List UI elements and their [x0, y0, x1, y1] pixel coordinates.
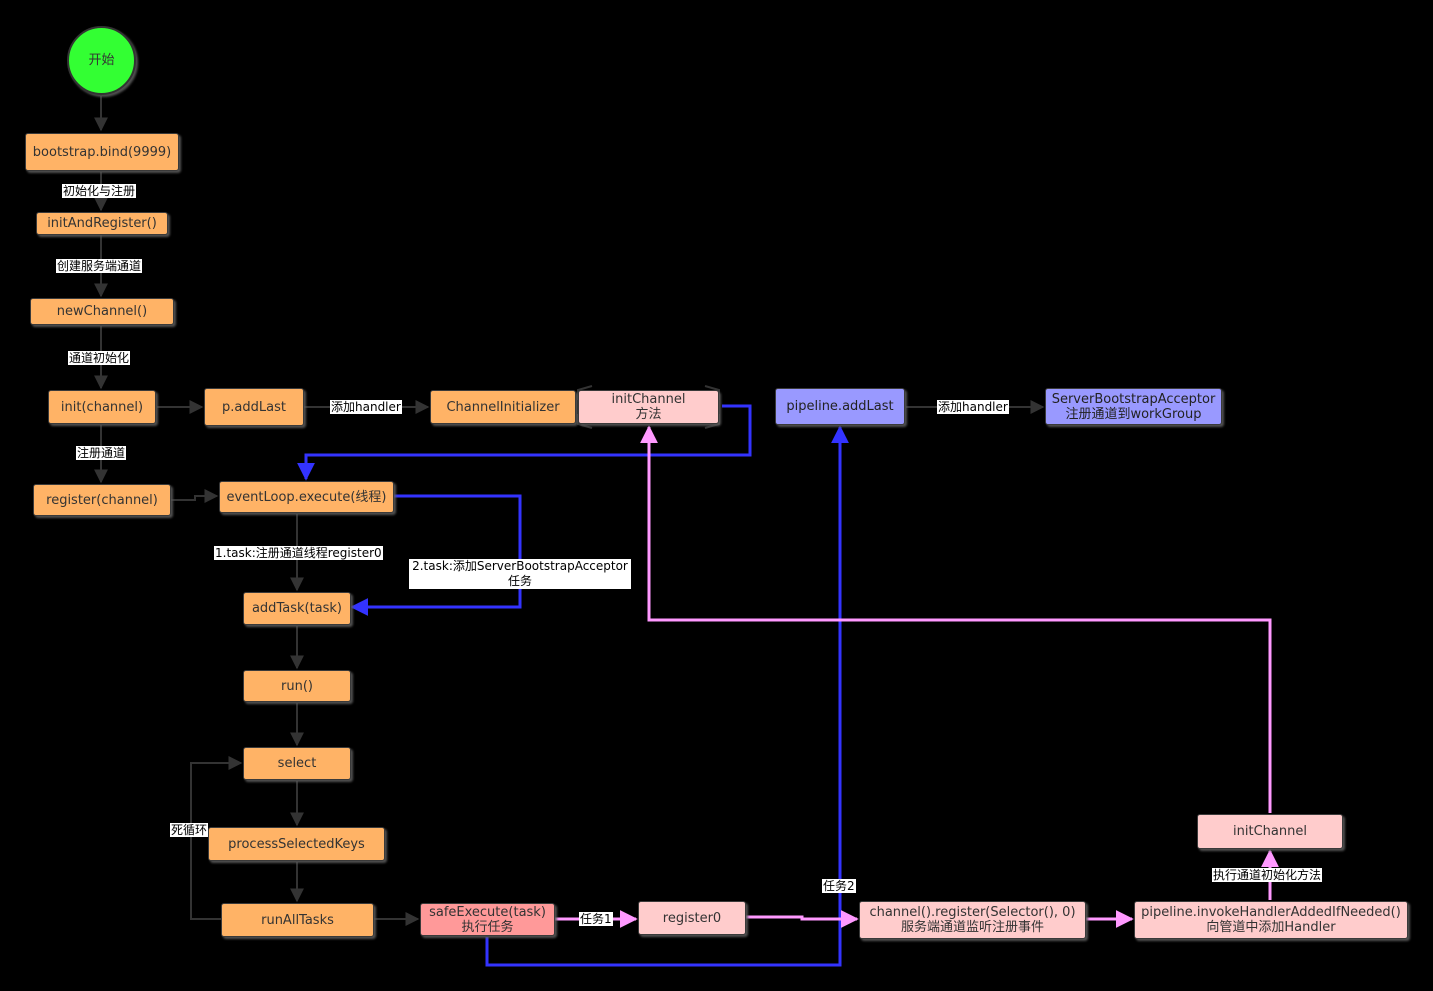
edge-register0-channelregister	[746, 910, 859, 928]
label-job1: 任务1	[579, 912, 613, 926]
edge-register-eventloop	[171, 489, 219, 503]
label-task2-line2: 任务	[507, 574, 532, 588]
label-add-handler-2: 添加handler	[937, 400, 1009, 414]
label-add-handler-1: 添加handler	[330, 400, 402, 414]
node-invoke-handler-line1: pipeline.invokeHandlerAddedIfNeeded()	[1141, 905, 1401, 920]
node-register0[interactable]: register0	[638, 901, 746, 935]
edge-task2-pipeline	[485, 425, 849, 967]
start-label: 开始	[88, 53, 115, 68]
node-new-channel[interactable]: newChannel()	[30, 298, 174, 325]
node-init-and-register[interactable]: initAndRegister()	[36, 212, 168, 235]
node-init-channel-call-label: init(channel)	[60, 399, 144, 415]
label-channel-init: 通道初始化	[68, 351, 131, 365]
blue-edges	[297, 404, 849, 967]
node-add-task-label: addTask(task)	[251, 601, 343, 616]
node-invoke-handler-line2: 向管道中添加Handler	[1206, 920, 1336, 935]
start-node[interactable]: 开始	[67, 26, 136, 95]
node-init-channel-method-line2: 方法	[635, 407, 662, 422]
label-register-channel: 注册通道	[76, 446, 127, 460]
edge-eventloop-task2	[350, 494, 522, 616]
node-bootstrap-bind[interactable]: bootstrap.bind(9999)	[25, 133, 179, 171]
label-exec-init-method: 执行通道初始化方法	[1212, 868, 1323, 882]
node-channel-initializer[interactable]: ChannelInitializer	[430, 390, 576, 424]
node-channel-register-line1: channel().register(Selector(), 0)	[869, 905, 1076, 920]
node-init-channel-method-line1: initChannel	[611, 392, 686, 407]
node-bootstrap-bind-label: bootstrap.bind(9999)	[32, 144, 172, 160]
node-pipeline-add-last-label: pipeline.addLast	[786, 399, 894, 414]
label-task1: 1.task:注册通道线程register0	[214, 546, 383, 560]
node-init-channel-bottom-label: initChannel	[1233, 824, 1307, 839]
corner-br	[704, 414, 720, 429]
node-p-add-last[interactable]: p.addLast	[204, 388, 304, 426]
node-new-channel-label: newChannel()	[56, 304, 148, 319]
label-task2-line1: 2.task:添加ServerBootstrapAcceptor	[412, 559, 628, 573]
label-create-server-channel: 创建服务端通道	[56, 259, 143, 273]
pink-edges	[555, 425, 1279, 928]
node-select[interactable]: select	[243, 747, 351, 780]
node-register-channel-label: register(channel)	[46, 492, 158, 508]
node-run-all-tasks[interactable]: runAllTasks	[221, 903, 374, 937]
node-process-selected-keys-label: processSelectedKeys	[228, 836, 365, 852]
node-init-channel-call[interactable]: init(channel)	[48, 390, 156, 424]
label-init-and-register: 初始化与注册	[62, 184, 137, 198]
node-p-add-last-label: p.addLast	[222, 399, 286, 415]
node-register0-label: register0	[662, 910, 722, 926]
node-event-loop-execute-label: eventLoop.execute(线程)	[226, 489, 387, 505]
node-event-loop-execute[interactable]: eventLoop.execute(线程)	[219, 481, 394, 513]
node-server-bootstrap-acceptor-line2: 注册通道到workGroup	[1065, 406, 1202, 422]
node-server-bootstrap-acceptor-line1: ServerBootstrapAcceptor	[1051, 391, 1216, 407]
edge-loop-back	[190, 756, 243, 920]
node-init-channel-method[interactable]: initChannel 方法	[578, 390, 719, 424]
node-init-channel-bottom[interactable]: initChannel	[1197, 814, 1343, 849]
label-task2: 2.task:添加ServerBootstrapAcceptor 任务	[409, 559, 631, 589]
node-channel-initializer-label: ChannelInitializer	[446, 399, 560, 415]
node-process-selected-keys[interactable]: processSelectedKeys	[208, 827, 385, 861]
corner-tr	[704, 385, 720, 400]
label-job2: 任务2	[822, 879, 856, 893]
node-safe-execute[interactable]: safeExecute(task) 执行任务	[420, 903, 555, 936]
node-init-and-register-label: initAndRegister()	[47, 216, 157, 231]
label-dead-loop: 死循环	[170, 823, 209, 837]
node-run[interactable]: run()	[243, 670, 351, 702]
node-safe-execute-line1: safeExecute(task)	[429, 904, 546, 920]
edge-initchannel-eventloop	[297, 404, 752, 481]
node-channel-register[interactable]: channel().register(Selector(), 0) 服务端通道监…	[859, 901, 1086, 939]
node-invoke-handler[interactable]: pipeline.invokeHandlerAddedIfNeeded() 向管…	[1134, 901, 1408, 939]
node-add-task[interactable]: addTask(task)	[243, 592, 351, 625]
node-pipeline-add-last[interactable]: pipeline.addLast	[775, 388, 905, 425]
node-server-bootstrap-acceptor[interactable]: ServerBootstrapAcceptor 注册通道到workGroup	[1045, 388, 1222, 425]
node-run-label: run()	[281, 678, 313, 694]
edge-initchannel-method	[640, 425, 1272, 813]
node-run-all-tasks-label: runAllTasks	[261, 912, 334, 928]
node-select-label: select	[277, 756, 317, 771]
node-channel-register-line2: 服务端通道监听注册事件	[900, 920, 1044, 935]
node-register-channel[interactable]: register(channel)	[33, 484, 171, 516]
node-safe-execute-line2: 执行任务	[461, 919, 514, 935]
